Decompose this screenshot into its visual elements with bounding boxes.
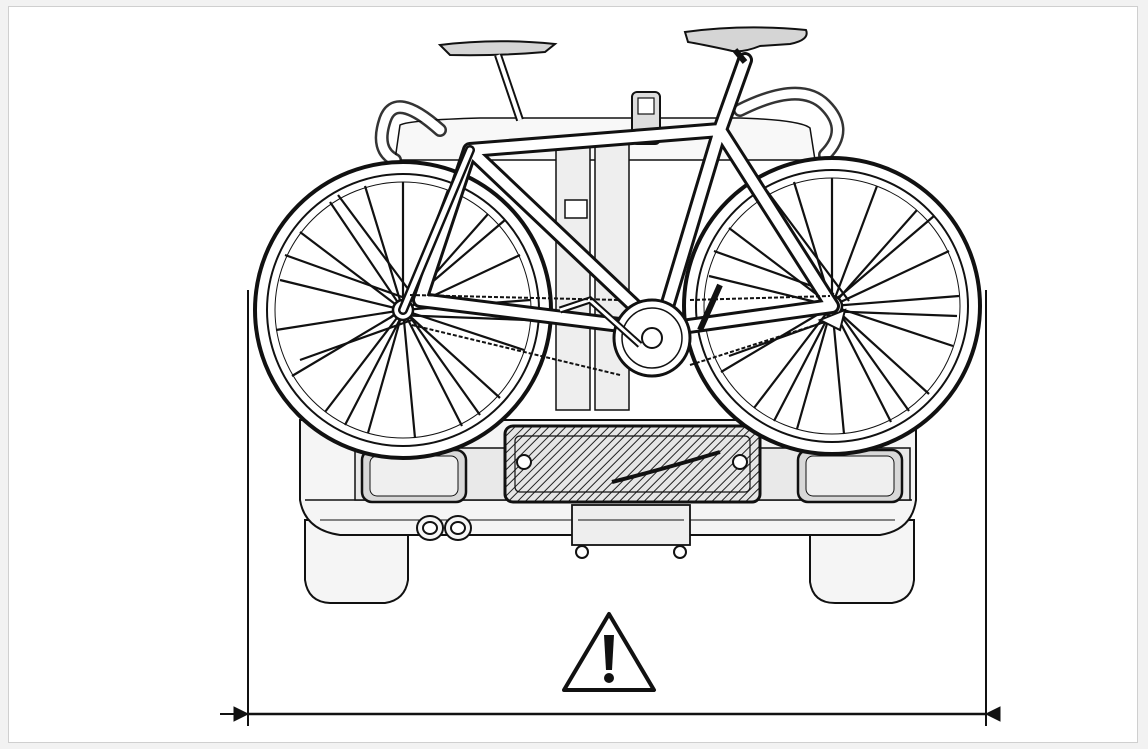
car-right-wheel — [809, 519, 915, 604]
tow-bar-coupling — [571, 504, 691, 546]
car-left-wheel — [304, 519, 409, 604]
bicycle-saddle — [683, 26, 808, 53]
bicycle-frame — [398, 52, 840, 338]
carrier-mast — [555, 139, 591, 411]
rear-bike-saddle — [437, 40, 558, 57]
bicycle-icon — [253, 26, 982, 460]
bicycle-rear — [374, 40, 845, 167]
warning-triangle-icon — [562, 612, 656, 692]
bike-carrier-icon — [354, 91, 911, 559]
dimension-arrow-icon — [220, 290, 1001, 726]
license-plate-holder — [503, 424, 762, 504]
